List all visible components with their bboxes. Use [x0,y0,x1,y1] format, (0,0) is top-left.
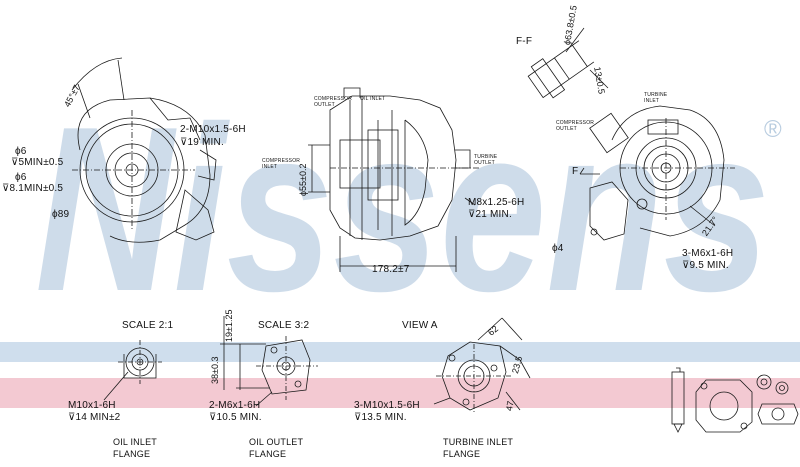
phi4-label: ϕ4 [552,243,564,254]
depth-9-label: ⊽9.5 MIN. [682,260,729,271]
turbo-side-view [308,87,480,272]
compressor-outlet-label-right: COMPRESSOR OUTLET [556,120,595,132]
oil-outlet-flange-detail [220,316,318,407]
depth-19-label: ⊽19 MIN. [180,137,224,148]
watermark-blue-band [0,342,800,362]
view-a-label: VIEW A [402,320,438,331]
turbine-inlet-thread-label: 3-M10x1.5-6H [354,400,420,411]
oil-outlet-thread-label: 2-M6x1-6H [209,400,261,411]
thread-3-m6-label: 3-M6x1-6H [682,248,734,259]
oil-inlet-caption-2: FLANGE [113,449,151,459]
thread-m8-label: M8x1.25-6H [468,197,525,208]
depth-8-label: ⊽8.1MIN±0.5 [2,183,64,194]
phi6-label-b: ϕ6 [15,172,27,183]
turbine-inlet-caption-1: TURBINE INLET [443,437,514,447]
dim-38-label: 38±0.3 [210,356,220,384]
phi89-label: ϕ89 [52,209,70,220]
registered-mark: ® [764,116,782,143]
scale-3-2-label: SCALE 3:2 [258,320,310,331]
turbine-outlet-label: TURBINE OUTLET [474,154,498,166]
turbine-end-view [579,105,735,241]
compressor-end-view [71,57,217,243]
gasket-kit [671,367,799,433]
phi55-label: ϕ55±0.2 [298,163,308,196]
depth-5-label: ⊽5MIN±0.5 [11,157,64,168]
oil-outlet-caption-1: OIL OUTLET [249,437,304,447]
watermark-logo: Nissens [35,77,770,340]
turbine-inlet-label: TURBINE INLET [644,92,668,104]
turbine-inlet-depth-label: ⊽13.5 MIN. [354,412,407,423]
oil-outlet-depth-label: ⊽10.5 MIN. [209,412,262,423]
compressor-outlet-label: COMPRESSOR OUTLET [314,96,353,108]
turbine-inlet-flange-detail [433,317,531,414]
oil-outlet-caption-2: FLANGE [249,449,287,459]
section-f-marker: F [572,166,579,177]
section-f-f-label: F-F [516,36,533,47]
dim-19-label: 19±1.25 [224,309,234,342]
oil-inlet-label: OIL INLET [360,96,386,102]
turbine-inlet-caption-2: FLANGE [443,449,481,459]
phi6-label-a: ϕ6 [15,146,27,157]
compressor-inlet-label: COMPRESSOR INLET [262,158,301,170]
dim-47-label: 47 [504,400,516,412]
oil-inlet-caption-1: OIL INLET [113,437,157,447]
length-178-label: 178.2±7 [372,264,410,275]
thread-2-m10-label: 2-M10x1.5-6H [180,124,246,135]
section-f-f-view [527,27,609,99]
oil-inlet-flange-detail [103,340,162,401]
oil-inlet-depth-label: ⊽14 MIN±2 [68,412,121,423]
scale-2-1-label: SCALE 2:1 [122,320,174,331]
depth-21-label: ⊽21 MIN. [468,209,512,220]
oil-inlet-thread-label: M10x1-6H [68,400,116,411]
watermark-pink-band [0,378,800,408]
